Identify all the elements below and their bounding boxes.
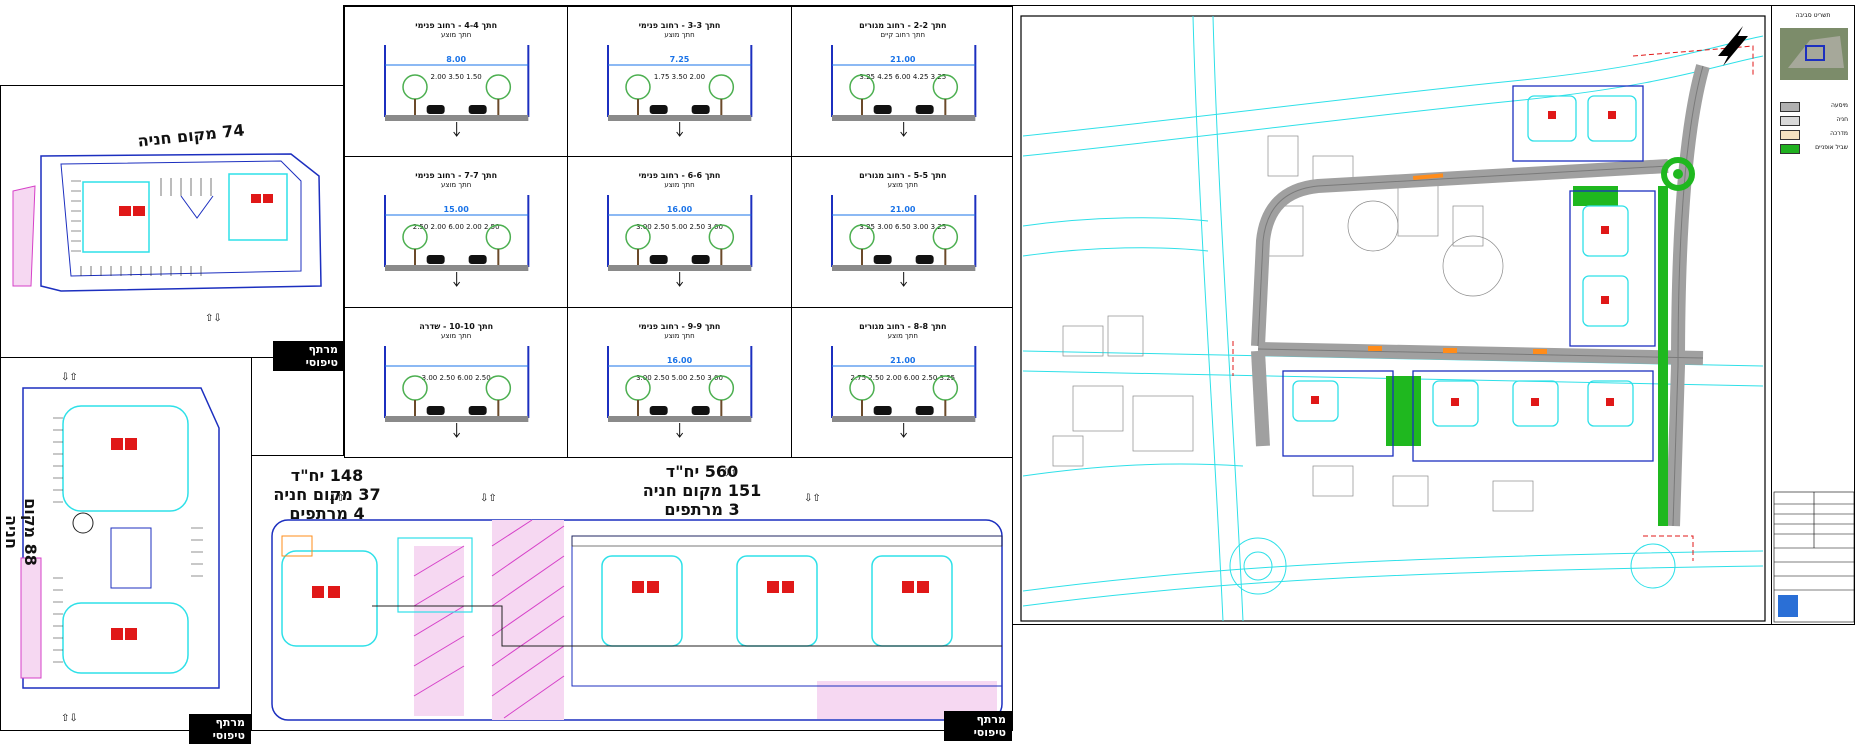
basement-plan-drawing: ⇩⇧ ⇩⇧ ⇩⇧ ⇩⇧ (271, 468, 1003, 721)
parking-plan-88-drawing: ⇩⇧ ⇧⇩ (20, 372, 220, 724)
section-title: חתך 5-5 - רחוב מגורים (859, 171, 947, 181)
legend-title: תשריט סביבה (1795, 12, 1831, 19)
legend-label-sidewalk: מדרכה (1830, 130, 1848, 137)
section-profile (607, 345, 753, 438)
right-building-floors: 3 מרתפים (664, 500, 740, 519)
svg-text:⇩⇧: ⇩⇧ (722, 468, 739, 479)
section-dimensions: 3.00 2.50 5.00 2.50 3.00 (636, 223, 723, 232)
section-width: 21.00 (890, 55, 916, 64)
section-title: חתך 7-7 - רחוב פנימי (415, 171, 498, 181)
section-dimensions: 2.00 3.50 1.50 (430, 73, 482, 81)
legend-swatch-parking (1780, 116, 1800, 126)
parking-plan-74-panel: ⇧⇩ 74 מקום חניה מרתף טיפוסי (0, 85, 345, 371)
legend-label-bike: שביל אופניים (1815, 144, 1848, 151)
section-subtitle: חתך מוצע (440, 31, 472, 39)
locator-map (1780, 28, 1848, 80)
right-building-parking: 151 מקום חניה (642, 481, 762, 500)
section-title: חתך 6-6 - רחוב פנימי (638, 171, 721, 181)
typical-basement-stamp-1: מרתף טיפוסי (273, 341, 344, 371)
typical-basement-stamp-3: מרתף טיפוסי (944, 711, 1012, 741)
section-profile (830, 45, 976, 137)
section-subtitle: חתך מוצע (440, 181, 472, 190)
svg-text:⇩⇧: ⇩⇧ (480, 493, 497, 504)
section-subtitle: חתך מוצע (664, 31, 695, 39)
section-profile (607, 45, 753, 137)
section-dimensions: 2.50 2.00 6.00 2.00 2.50 (412, 223, 500, 232)
parking-plan-88-panel: ⇩⇧ ⇧⇩ 88 מקום חניה מרתף טיפוסי (0, 357, 252, 744)
basement-plan-panel: ⇩⇧ ⇩⇧ ⇩⇧ ⇩⇧ 148 יח"ד 37 מקום חניה 4 מרתפ… (251, 455, 1013, 741)
section-width: 21.00 (890, 355, 916, 365)
section-profile (830, 195, 976, 288)
section-profile (384, 195, 530, 288)
section-profile (384, 345, 530, 438)
section-subtitle: חתך מוצע (887, 181, 918, 190)
svg-text:⇧⇩: ⇧⇩ (205, 313, 222, 324)
parking-plan-74-drawing: ⇧⇩ (12, 153, 322, 324)
left-building-parking: 37 מקום חניה (273, 485, 381, 504)
section-profile (384, 45, 530, 137)
section-width: 7.25 (669, 55, 690, 64)
site-plan-frame (1012, 5, 1772, 625)
section-width: 21.00 (890, 205, 916, 215)
section-subtitle: חתך רחוב קיים (880, 31, 926, 39)
section-subtitle: חתך מוצע (664, 181, 695, 190)
section-dimensions: 3.25 4.25 6.00 4.25 3.25 (859, 73, 947, 81)
svg-text:⇩⇧: ⇩⇧ (328, 493, 345, 504)
section-width: 15.00 (443, 205, 469, 215)
section-title: חתך 10-10 - שדרה (419, 321, 494, 331)
title-block-table (1773, 491, 1855, 623)
section-title: חתך 3-3 - רחוב פנימי (638, 21, 721, 30)
section-width: 16.00 (666, 205, 693, 215)
legend-swatch-sidewalk (1780, 130, 1800, 140)
section-title: חתך 4-4 - רחוב פנימי (415, 21, 498, 30)
section-width: 8.00 (446, 55, 467, 64)
parking-count-88: 88 מקום חניה (2, 498, 40, 566)
section-subtitle: חתך מוצע (887, 331, 918, 340)
legend-label-parking: חניה (1836, 116, 1848, 123)
section-dimensions: 3.25 3.00 6.50 3.00 3.25 (859, 223, 947, 232)
section-subtitle: חתך מוצע (440, 331, 472, 340)
left-building-units: 148 יח"ד (290, 466, 364, 485)
legend-title-block: תשריט סביבה מיסעה חניה מדרכה שביל אופניי… (1771, 5, 1855, 625)
svg-text:⇧⇩: ⇧⇩ (61, 713, 78, 724)
section-title: חתך 2-2 - רחוב מגורים (859, 21, 947, 30)
legend-swatch-road (1780, 102, 1800, 112)
typical-basement-stamp-2: מרתף טיפוסי (189, 714, 251, 744)
section-dimensions: 1.75 3.50 2.00 (653, 73, 706, 81)
left-building-floors: 4 מרתפים (289, 504, 365, 523)
section-profile (830, 345, 976, 438)
section-dimensions: 3.00 2.50 5.00 2.50 3.00 (636, 373, 723, 382)
section-dimensions: 2.75 2.50 2.00 6.00 2.50 3.25 (850, 373, 956, 382)
svg-text:⇩⇧: ⇩⇧ (61, 372, 78, 383)
legend-label-road: מיסעה (1831, 102, 1848, 109)
legend-swatch-bike (1780, 144, 1800, 154)
section-title: חתך 8-8 - רחוב מגורים (859, 321, 947, 331)
section-subtitle: חתך מוצע (664, 331, 695, 340)
section-profile (607, 195, 753, 288)
section-width: 16.00 (666, 355, 693, 365)
section-title: חתך 9-9 - רחוב פנימי (638, 321, 721, 331)
site-plan-drawing (1020, 15, 1766, 622)
svg-text:⇩⇧: ⇩⇧ (804, 493, 821, 504)
section-dimensions: 3.00 2.50 6.00 2.50 (421, 373, 491, 382)
right-building-units: 560 יח"ד (665, 462, 739, 481)
